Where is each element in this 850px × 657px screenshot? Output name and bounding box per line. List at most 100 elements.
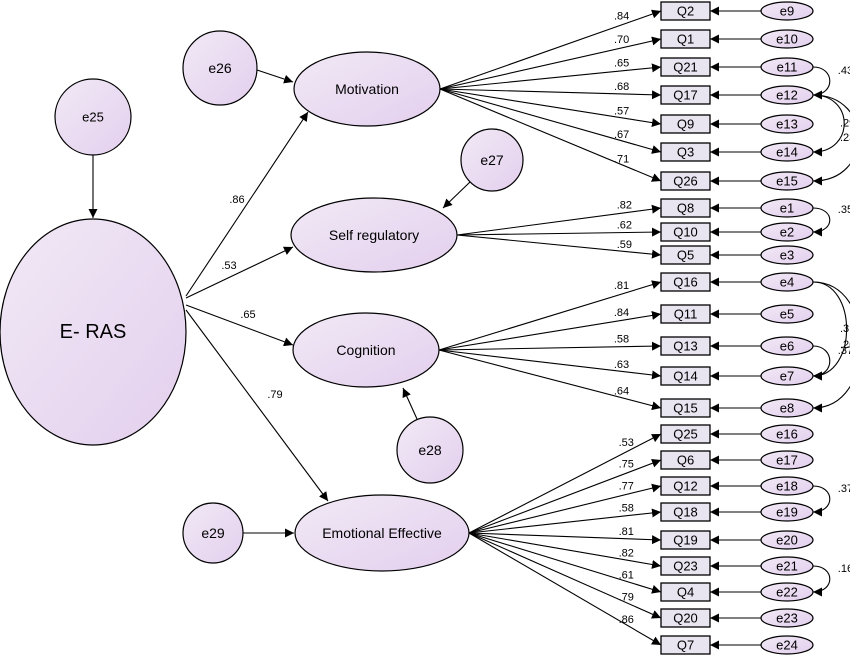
- factor-label: Emotional Effective: [322, 525, 442, 541]
- item-label: Q4: [677, 585, 694, 600]
- item-box: [660, 1, 711, 21]
- root-to-factor-path: [185, 111, 309, 297]
- item-loading-label: .58: [619, 502, 634, 514]
- item-loading-path: [468, 458, 662, 534]
- item-box: [660, 57, 711, 77]
- item-loading-label: .61: [619, 570, 634, 582]
- item-box: [660, 222, 711, 242]
- root-loading-label: .53: [221, 260, 236, 272]
- item-error-label: e7: [780, 369, 794, 384]
- item-loading-label: .62: [617, 219, 632, 231]
- item-label: Q12: [673, 479, 698, 494]
- covariance-label: .35: [838, 204, 850, 216]
- item-loading-path: [439, 88, 662, 182]
- item-loading-label: .64: [614, 386, 629, 398]
- root-latent-ellipse: [0, 218, 187, 446]
- item-label: Q21: [673, 60, 698, 75]
- item-error-label: e19: [776, 505, 798, 520]
- item-label: Q9: [677, 117, 694, 132]
- item-loading-path: [468, 532, 662, 569]
- item-loading-path: [439, 9, 662, 90]
- factor-error-circle: [460, 128, 524, 192]
- item-label: Q14: [673, 369, 698, 384]
- item-error-label: e17: [776, 453, 798, 468]
- item-error-ellipse: [760, 336, 814, 356]
- item-box: [660, 450, 711, 470]
- item-error-ellipse: [760, 29, 814, 49]
- item-box: [660, 304, 711, 324]
- item-label: Q5: [677, 248, 694, 263]
- item-box: [660, 336, 711, 356]
- item-error-label: e8: [780, 401, 794, 416]
- factor-ellipse: [290, 197, 458, 273]
- item-loading-label: .86: [619, 614, 634, 626]
- item-error-ellipse: [760, 57, 814, 77]
- factor-error-path: [402, 387, 418, 420]
- item-error-ellipse: [760, 142, 814, 162]
- item-loading-path: [438, 349, 662, 411]
- item-loading-path: [438, 349, 662, 380]
- item-label: Q25: [673, 427, 698, 442]
- item-box: [660, 29, 711, 49]
- root-to-factor-path: [185, 304, 294, 347]
- item-loading-label: .82: [617, 199, 632, 211]
- item-box: [660, 171, 711, 191]
- item-label: Q23: [673, 559, 698, 574]
- item-box: [660, 198, 711, 218]
- item-error-label: e1: [780, 201, 794, 216]
- item-error-label: e10: [776, 32, 798, 47]
- factor-ellipse: [293, 51, 441, 127]
- item-loading-path: [456, 234, 662, 259]
- item-label: Q26: [673, 174, 698, 189]
- root-error-label: e25: [82, 110, 104, 125]
- covariance-label: .29: [840, 118, 850, 130]
- item-label: Q6: [677, 453, 694, 468]
- item-error-label: e23: [776, 611, 798, 626]
- item-loading-path: [439, 88, 662, 154]
- item-label: Q3: [677, 145, 694, 160]
- item-loading-label: .84: [614, 10, 629, 22]
- item-label: Q18: [673, 505, 698, 520]
- item-error-label: e11: [777, 60, 798, 75]
- covariance-curve: [803, 90, 850, 186]
- item-error-ellipse: [760, 304, 814, 324]
- covariance-curve: [803, 62, 831, 100]
- factor-error-circle: [396, 416, 464, 484]
- root-loading-label: .79: [267, 389, 282, 401]
- item-label: Q13: [673, 339, 698, 354]
- item-loading-path: [439, 63, 662, 90]
- item-label: Q8: [677, 201, 694, 216]
- item-box: [660, 114, 711, 134]
- item-loading-label: .57: [614, 105, 629, 117]
- item-loading-path: [468, 532, 662, 545]
- item-loading-label: .70: [614, 34, 629, 46]
- covariance-curve: [803, 277, 848, 381]
- item-loading-path: [468, 508, 662, 534]
- item-loading-path: [439, 88, 662, 128]
- covariance-curve: [803, 341, 831, 381]
- item-error-ellipse: [760, 476, 814, 496]
- item-error-ellipse: [760, 502, 814, 522]
- item-box: [660, 556, 711, 576]
- item-error-ellipse: [760, 222, 814, 242]
- item-error-ellipse: [760, 530, 814, 550]
- item-loading-label: .84: [614, 307, 629, 319]
- item-loading-label: .65: [614, 58, 629, 70]
- item-error-label: e4: [780, 275, 794, 290]
- covariance-label: .37: [838, 345, 850, 357]
- item-label: Q17: [673, 88, 698, 103]
- item-loading-path: [468, 532, 662, 646]
- factor-error-label: e26: [208, 60, 232, 76]
- item-loading-path: [439, 88, 662, 100]
- item-loading-label: .59: [617, 239, 632, 251]
- item-error-label: e13: [776, 117, 798, 132]
- item-loading-label: .77: [619, 481, 634, 493]
- covariance-label: .26: [840, 339, 850, 351]
- item-box: [660, 476, 711, 496]
- root-error-circle: [54, 78, 132, 156]
- item-error-label: e21: [776, 559, 798, 574]
- node-layer: [0, 1, 814, 655]
- factor-label: Motivation: [335, 81, 399, 97]
- factor-error-path: [442, 181, 471, 209]
- factor-error-circle: [182, 502, 244, 564]
